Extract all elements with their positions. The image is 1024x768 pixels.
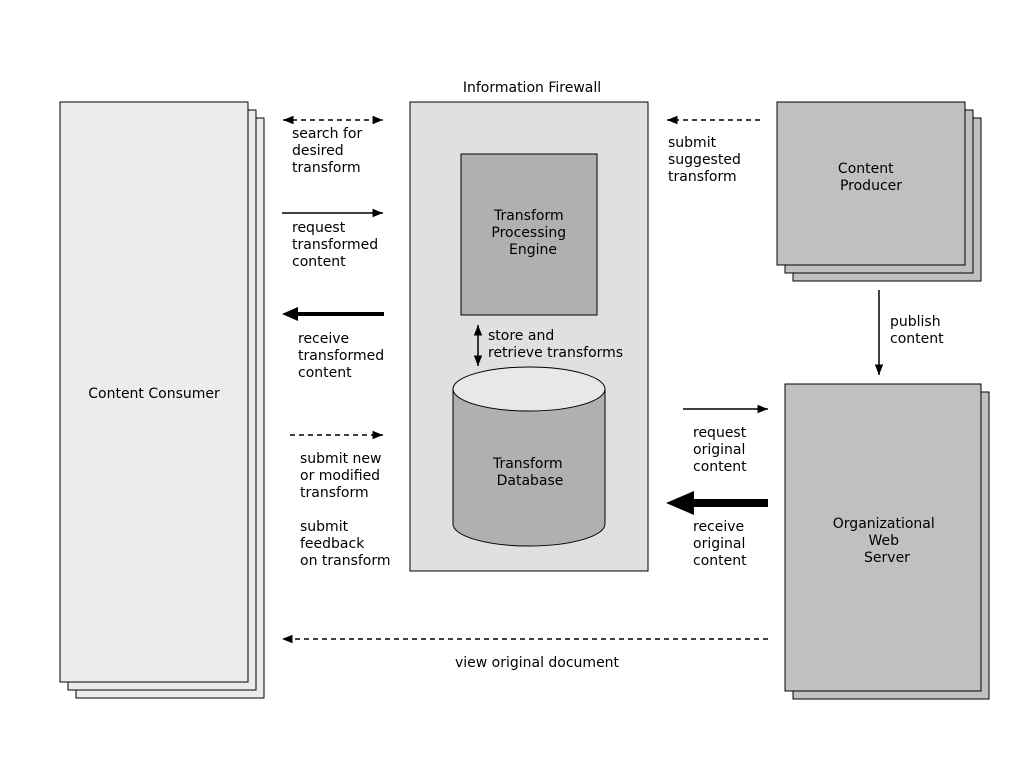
submit-suggested-label: submit suggested transform (668, 135, 745, 185)
content-consumer-node: Content Consumer (59, 101, 265, 699)
search-label: search for desired transform (292, 126, 367, 176)
request-transformed-label: request transformed content (292, 220, 383, 270)
receive-original-arrowhead (666, 491, 694, 515)
database-label: Transform Database (492, 456, 567, 489)
submit-new-label: submit new or modified transform (300, 451, 386, 501)
web-server-node: Organizational Web Server (784, 383, 990, 700)
store-retrieve-label: store and retrieve transforms (488, 328, 623, 361)
transform-engine-node: Transform Processing Engine (460, 153, 598, 316)
view-original-label: view original document (455, 655, 620, 671)
publish-label: publish content (890, 314, 945, 347)
receive-original-label: receive original content (693, 519, 750, 569)
submit-feedback-label: submit feedback on transform (300, 519, 391, 569)
diagram-title: Information Firewall (463, 80, 601, 96)
content-producer-node: Content Producer (776, 101, 982, 282)
receive-transformed-label: receive transformed content (298, 331, 389, 381)
request-original-label: request original content (693, 425, 751, 475)
engine-label: Transform Processing Engine (491, 208, 570, 258)
content-consumer-label: Content Consumer (88, 386, 220, 402)
receive-transformed-arrowhead (282, 307, 298, 321)
web-server-label: Organizational Web Server (833, 516, 939, 566)
transform-database-node: Transform Database (452, 366, 606, 547)
content-producer-label: Content Producer (838, 161, 902, 194)
